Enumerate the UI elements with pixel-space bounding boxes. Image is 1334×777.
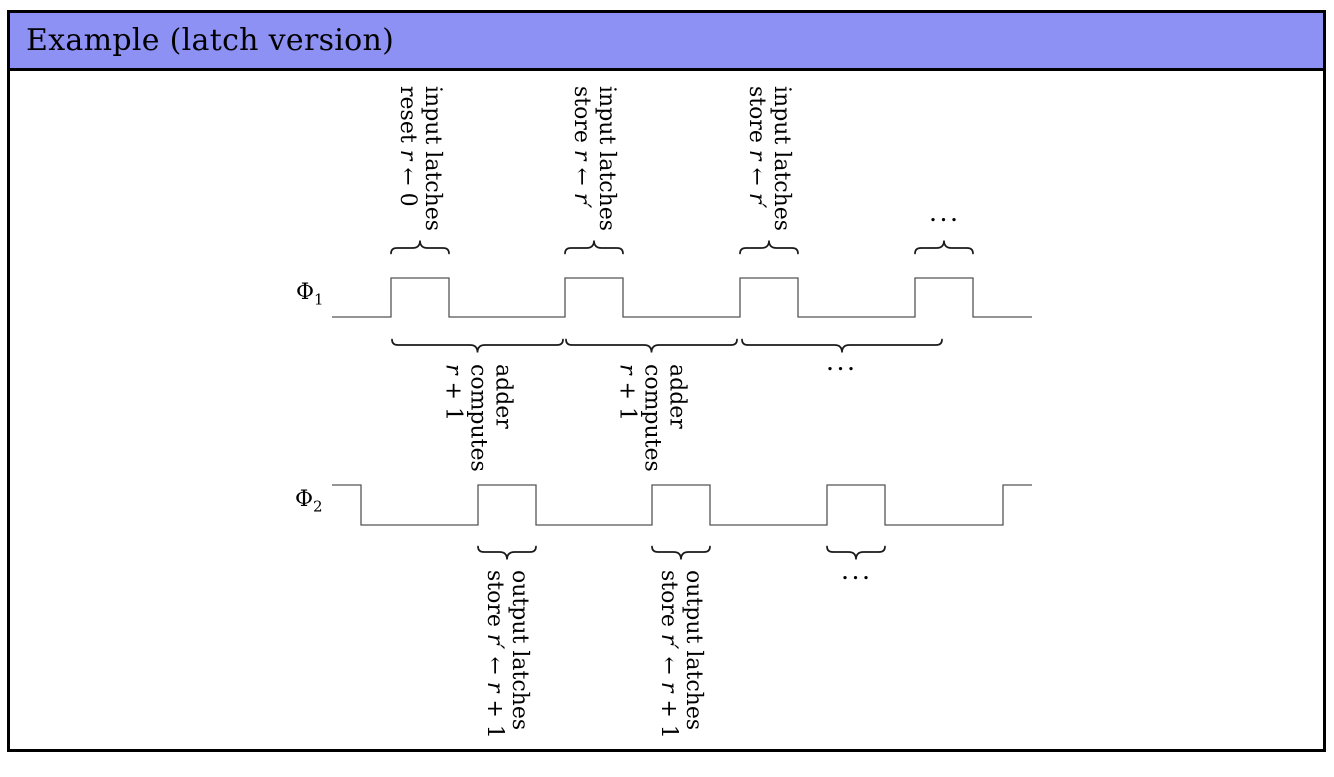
label-line: input latches [420,85,445,231]
label-line: store r ← r′ [569,85,594,209]
phi1-subscript: 1 [314,290,324,309]
overbrace [914,240,974,255]
label-line: reset r ← 0 [395,85,420,207]
underbrace [651,545,711,560]
phi2-label: Φ2 [295,487,323,516]
label-line: computes [465,364,491,472]
phi1-waveform [332,277,1032,318]
label-line: output latches [681,570,706,731]
label-line: adder [664,364,690,429]
phi2-waveform [332,484,1032,526]
underbrace [826,545,886,560]
label-line: store r′ ← r + 1 [482,570,507,739]
overbrace [739,240,799,255]
label-line: output latches [507,570,532,731]
ellipsis: . . . [841,563,869,584]
overbrace [564,240,624,255]
phi2-symbol: Φ [295,487,314,512]
underbrace [391,338,564,353]
phi1-symbol: Φ [296,280,315,305]
label-line: input latches [594,85,619,231]
label-line: store r′ ← r + 1 [656,570,681,739]
slide-title: Example (latch version) [26,23,395,58]
label-line: r + 1 [614,364,640,421]
ellipsis: . . . [929,205,957,226]
ellipsis: . . . [826,354,854,375]
label-line: adder [490,364,516,429]
underbrace [477,545,537,560]
label-line: r + 1 [440,364,466,421]
slide-frame [7,10,1326,752]
label-line: store r ← r′ [744,85,769,209]
label-line: computes [639,364,665,472]
phi2-subscript: 2 [313,497,323,516]
title-bar: Example (latch version) [7,10,1326,71]
overbrace [390,240,450,255]
underbrace [565,338,738,353]
label-line: input latches [769,85,794,231]
underbrace [741,338,943,353]
phi1-label: Φ1 [296,280,324,309]
